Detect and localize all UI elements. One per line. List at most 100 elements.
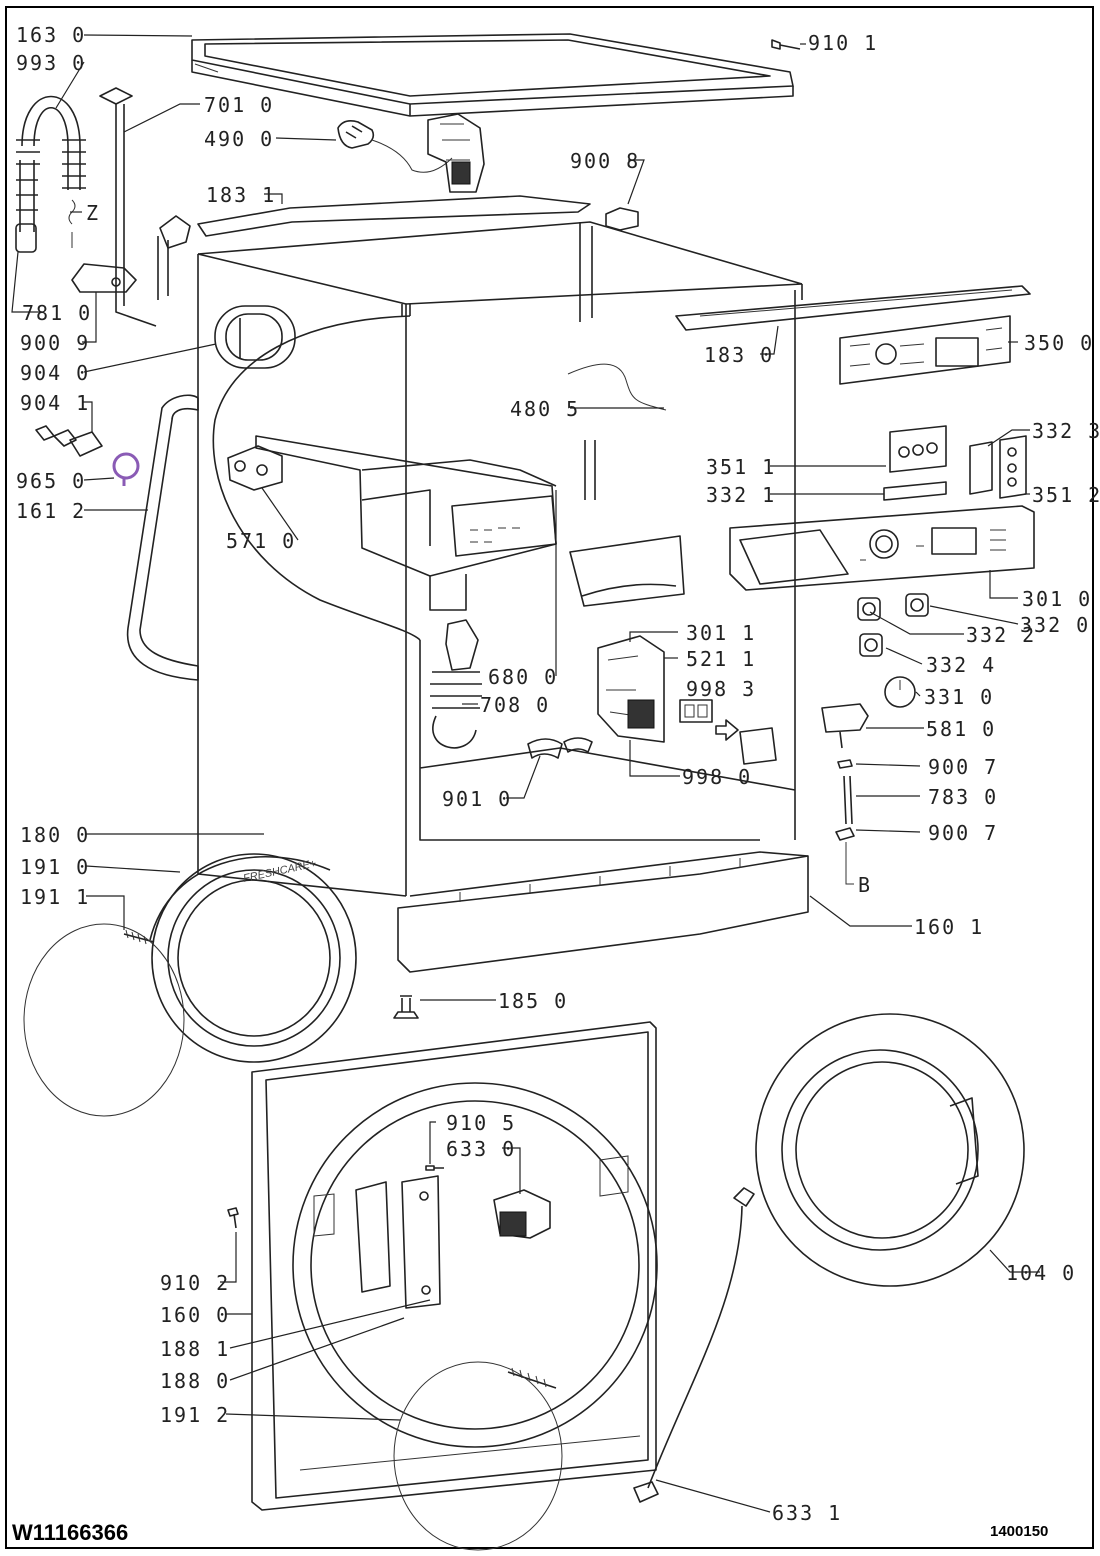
clip-900-8-part [605, 207, 639, 231]
control-board-part [839, 315, 1011, 385]
sheet-code: 1400150 [990, 1523, 1049, 1540]
part-label-1830: 183 0 [704, 343, 774, 367]
part-label-9930: 993 0 [16, 51, 86, 75]
part-label-9980: 998 0 [682, 765, 752, 789]
part-label-Z: Z [86, 201, 100, 225]
knob-332-4-part [859, 633, 883, 657]
part-label-3323: 332 3 [1032, 419, 1100, 443]
spring-wire-191-1 [123, 929, 155, 945]
part-label-3500: 350 0 [1024, 331, 1094, 355]
knob-332-2-part [857, 597, 881, 621]
filter-door-part [214, 305, 296, 369]
part-label-1630: 163 0 [16, 23, 86, 47]
part-label-9010: 901 0 [442, 787, 512, 811]
part-label-3011: 301 1 [686, 621, 756, 645]
spring-wire-191-2 [507, 1367, 557, 1389]
part-label-7010: 701 0 [204, 93, 274, 117]
knob-332-0-part [905, 593, 929, 617]
clip-901-0-part [527, 737, 593, 759]
dial-331-0-part [884, 676, 916, 708]
part-label-1910: 191 0 [20, 855, 90, 879]
seal-ring-965-0 [112, 452, 140, 486]
console-panel-part [729, 505, 1035, 591]
lock-633-0-part [493, 1189, 551, 1239]
cabinet-body [197, 221, 803, 897]
dispenser-bellows-part [430, 619, 482, 749]
part-label-3511: 351 1 [706, 455, 776, 479]
inlet-hose-part [15, 95, 86, 253]
adjustable-foot-part [393, 995, 419, 1019]
part-label-1912: 191 2 [160, 1403, 230, 1427]
part-label-1612: 161 2 [16, 499, 86, 523]
part-label-1881: 188 1 [160, 1337, 230, 1361]
part-label-9102: 910 2 [160, 1271, 230, 1295]
part-label-3310: 331 0 [924, 685, 994, 709]
part-label-6331: 633 1 [772, 1501, 842, 1525]
screw-910-1-part [771, 39, 801, 50]
top-frame-rail-part [197, 195, 591, 237]
kickplate-part [397, 851, 809, 973]
porthole-door-part [755, 1013, 1025, 1287]
label-998-3-part [679, 699, 713, 723]
part-label-1600: 160 0 [160, 1303, 230, 1327]
detergent-dispenser-part [227, 435, 557, 611]
part-label-3322: 332 2 [966, 623, 1036, 647]
part-label-3320: 332 0 [1020, 613, 1090, 637]
part-label-3512: 351 2 [1032, 483, 1100, 507]
part-label-6800: 680 0 [488, 665, 558, 689]
drain-rod-part [99, 87, 157, 327]
leader-lines [11, 34, 1040, 1513]
sheet-border [5, 6, 1094, 1549]
part-label-4900: 490 0 [204, 127, 274, 151]
module-998-0-part [739, 727, 777, 765]
hose-clamp-part [71, 263, 137, 293]
part-label-9040: 904 0 [20, 361, 90, 385]
part-label-9101: 910 1 [808, 31, 878, 55]
part-label-1880: 188 0 [160, 1369, 230, 1393]
part-label-1601: 160 1 [914, 915, 984, 939]
part-label-5211: 521 1 [686, 647, 756, 671]
part-label-9007b: 900 7 [928, 821, 998, 845]
part-label-1800: 180 0 [20, 823, 90, 847]
pressure-hose-part [835, 759, 855, 885]
detail-circle-lower [393, 1361, 563, 1551]
screw-910-5-part [425, 1165, 444, 1171]
part-label-9008: 900 8 [570, 149, 640, 173]
front-panel-part [251, 1021, 658, 1511]
detail-circle-upper [23, 923, 185, 1117]
part-label-1831: 183 1 [206, 183, 276, 207]
button-board-part [883, 425, 947, 501]
door-lock-module-part [597, 635, 665, 743]
part-labels: 163 0 993 0 701 0 490 0 910 1 900 8 183 … [16, 23, 1100, 1525]
part-label-1850: 185 0 [498, 989, 568, 1013]
part-label-9105: 910 5 [446, 1111, 516, 1135]
door-hinge-part [355, 1175, 441, 1309]
part-label-1911: 191 1 [20, 885, 90, 909]
door-gasket-part: FRESHCARE+ [149, 853, 357, 1063]
part-label-B: B [858, 873, 872, 897]
side-rail-part [675, 285, 1031, 331]
button-board-right-part [969, 435, 1027, 499]
part-label-5710: 571 0 [226, 529, 296, 553]
arrow-symbol [715, 719, 739, 741]
screw-910-2-part [227, 1207, 239, 1229]
part-label-9650: 965 0 [16, 469, 86, 493]
part-label-9041: 904 1 [20, 391, 90, 415]
inlet-valve-part [157, 215, 191, 300]
part-label-4805: 480 5 [510, 397, 580, 421]
part-label-1040: 104 0 [1006, 1261, 1076, 1285]
pressure-switch-part [821, 703, 869, 749]
part-label-5810: 581 0 [926, 717, 996, 741]
part-label-3321: 332 1 [706, 483, 776, 507]
part-label-7830: 783 0 [928, 785, 998, 809]
part-label-3010: 301 0 [1022, 587, 1092, 611]
pump-screw-part [35, 425, 103, 457]
part-label-9009: 900 9 [20, 331, 90, 355]
part-label-3324: 332 4 [926, 653, 996, 677]
part-label-9007a: 900 7 [928, 755, 998, 779]
part-label-6330: 633 0 [446, 1137, 516, 1161]
part-label-7810: 781 0 [22, 301, 92, 325]
freshcare-brand-text: FRESHCARE+ [242, 858, 318, 885]
